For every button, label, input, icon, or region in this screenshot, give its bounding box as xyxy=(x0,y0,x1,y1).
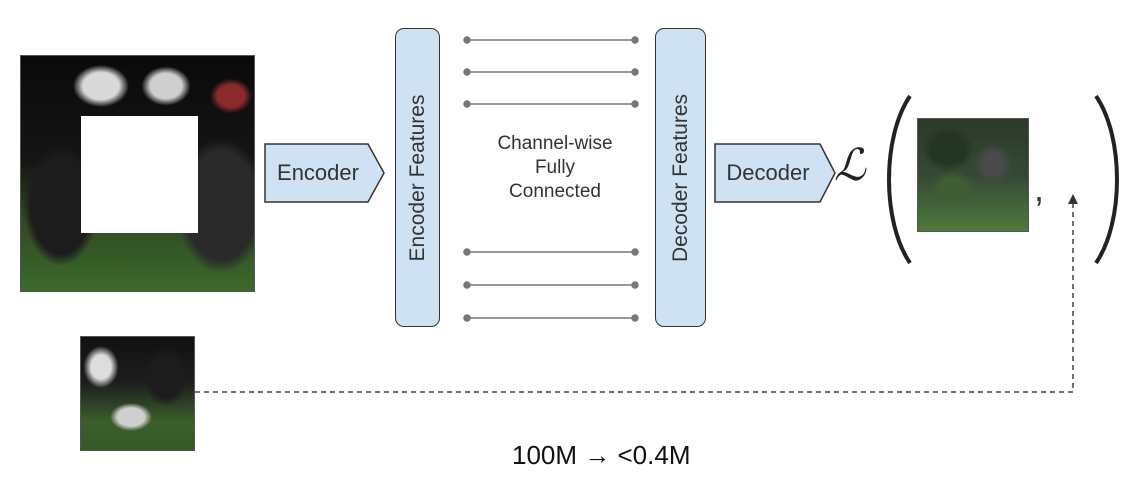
decoder-label: Decoder xyxy=(726,160,810,185)
connector-node xyxy=(463,100,471,108)
loss-symbol: ℒ xyxy=(834,140,866,191)
right-parenthesis xyxy=(1094,94,1119,265)
parameter-count-note: 100M → <0.4M xyxy=(512,440,691,470)
masked-input-image xyxy=(20,55,255,292)
connector-node xyxy=(631,100,639,108)
masked-region xyxy=(81,116,198,233)
connector-node xyxy=(631,314,639,322)
ground-truth-patch-image xyxy=(80,336,195,451)
bottleneck-label-line: Channel-wise xyxy=(497,133,613,154)
decoder-arrow-shape xyxy=(714,143,836,203)
connector-node xyxy=(631,281,639,289)
connector-node xyxy=(463,248,471,256)
connector-node xyxy=(463,68,471,76)
bottleneck-label: Channel-wise Fully Connected xyxy=(460,132,650,204)
channel-wise-connections xyxy=(463,36,639,322)
arrowhead xyxy=(1068,194,1078,204)
connector-node xyxy=(631,36,639,44)
encoder-block: Encoder xyxy=(264,143,386,203)
encoder-label: Encoder xyxy=(277,160,359,185)
ground-truth-dashed-arrow xyxy=(195,194,1078,393)
connector-node xyxy=(631,68,639,76)
bottleneck-label-line: Connected xyxy=(509,181,601,202)
connector-node xyxy=(463,281,471,289)
decoder-features-column: Decoder Features xyxy=(655,28,706,327)
decoder-block: Decoder xyxy=(714,143,836,203)
argument-separator: , xyxy=(1034,168,1045,209)
encoder-features-column: Encoder Features xyxy=(395,28,440,327)
connector-node xyxy=(463,314,471,322)
connector-node xyxy=(631,248,639,256)
encoder-arrow-shape xyxy=(264,143,385,203)
left-parenthesis xyxy=(887,94,912,265)
connector-node xyxy=(463,36,471,44)
bottleneck-label-line: Fully xyxy=(534,157,576,178)
predicted-patch-image xyxy=(917,118,1029,232)
